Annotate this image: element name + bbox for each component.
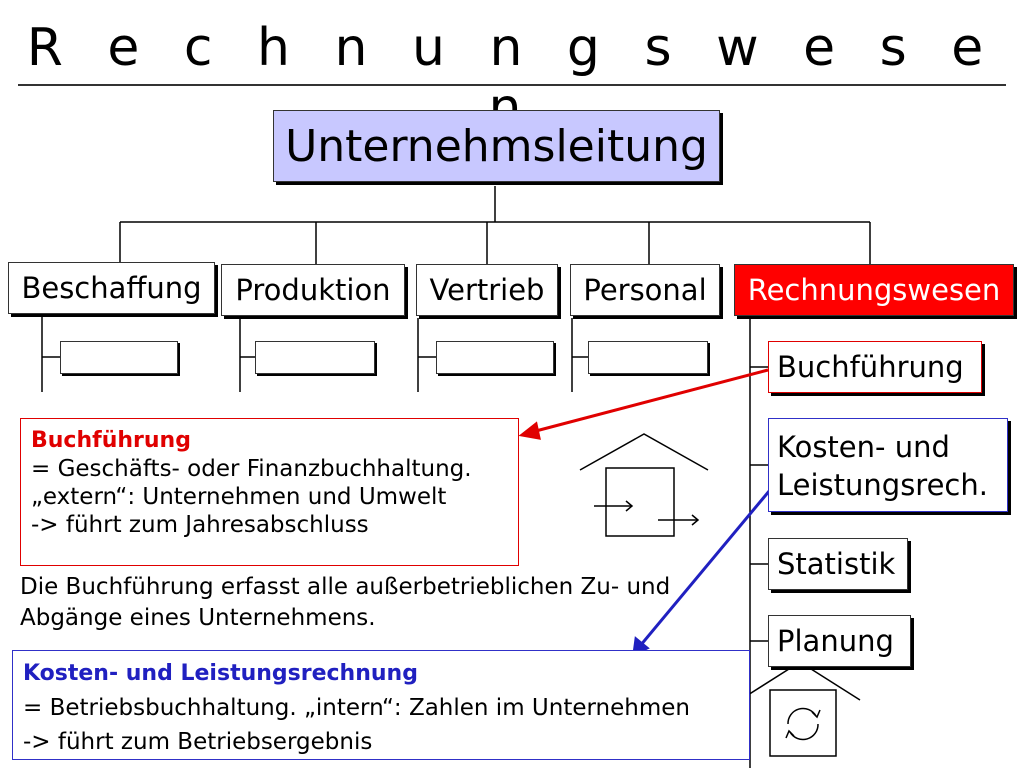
house-cycle-icon xyxy=(739,661,861,757)
page-title: R e c h n u n g s w e s e n xyxy=(26,18,998,138)
rw-klr-line1: Kosten- und xyxy=(777,430,950,464)
dept-vertrieb: Vertrieb xyxy=(416,264,558,316)
info-klr-heading: Kosten- und Leistungsrechnung xyxy=(23,661,418,686)
top-management-box: Unternehmsleitung xyxy=(273,110,720,182)
dept-beschaffung: Beschaffung xyxy=(8,262,215,314)
sub-box-produktion xyxy=(255,341,375,374)
dept-personal: Personal xyxy=(570,264,720,316)
rw-planung: Planung xyxy=(768,615,911,667)
description-text: Die Buchführung erfasst alle außerbetrie… xyxy=(20,572,740,634)
rw-statistik: Statistik xyxy=(768,538,908,590)
info-buchfuehrung-line1: = Geschäfts- oder Finanzbuchhaltung. xyxy=(31,456,472,482)
dept-rechnungswesen: Rechnungswesen xyxy=(734,264,1014,316)
description-line1: Die Buchführung erfasst alle außerbetrie… xyxy=(20,574,671,600)
arrow-to-buchfuehrung-info xyxy=(518,368,769,440)
info-klr-line2: -> führt zum Betriebsergebnis xyxy=(23,729,373,755)
house-inout-icon xyxy=(579,433,709,537)
info-klr-line1: = Betriebsbuchhaltung. „intern“: Zahlen … xyxy=(23,695,690,721)
dept-produktion: Produktion xyxy=(221,264,405,316)
info-buchfuehrung-line2: „extern“: Unternehmen und Umwelt xyxy=(31,484,447,510)
rw-kosten-leistungsrechnung: Kosten- und Leistungsrech. xyxy=(768,418,1008,512)
title-divider xyxy=(18,84,1006,86)
info-box-buchfuehrung: Buchführung = Geschäfts- oder Finanzbuch… xyxy=(20,418,519,566)
rw-klr-line2: Leistungsrech. xyxy=(777,468,988,502)
info-box-klr: Kosten- und Leistungsrechnung = Betriebs… xyxy=(12,650,750,760)
info-buchfuehrung-line3: -> führt zum Jahresabschluss xyxy=(31,512,369,538)
description-line2: Abgänge eines Unternehmens. xyxy=(20,605,376,631)
info-buchfuehrung-heading: Buchführung xyxy=(31,428,191,453)
sub-box-vertrieb xyxy=(436,341,554,374)
sub-box-personal xyxy=(588,341,708,374)
rw-buchfuehrung: Buchführung xyxy=(768,341,982,393)
sub-box-beschaffung xyxy=(60,341,178,374)
